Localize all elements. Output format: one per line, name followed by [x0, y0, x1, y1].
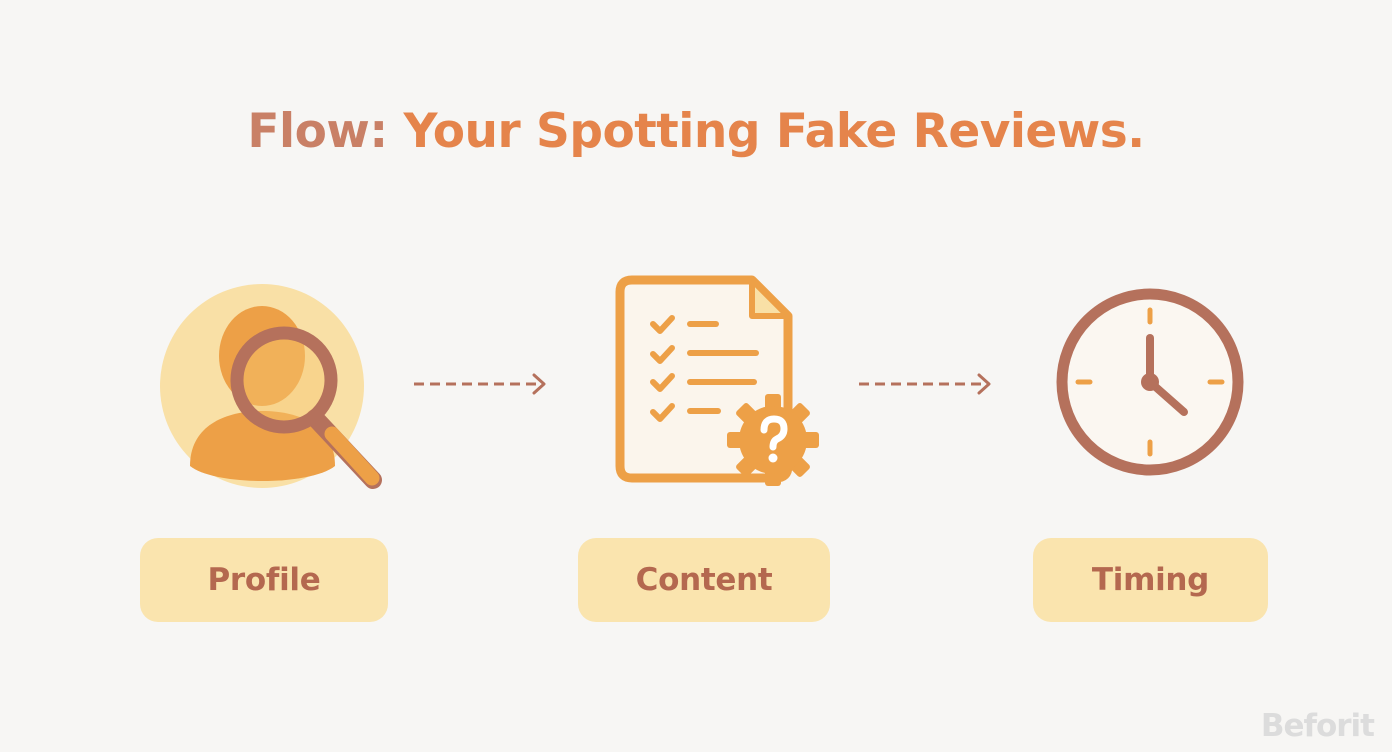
gear-icon: [727, 394, 819, 486]
check-mark: [650, 345, 675, 364]
arrow-head: [532, 373, 546, 395]
step-label-timing: Timing: [1033, 538, 1268, 622]
clock-icon: [1056, 288, 1244, 476]
arrow-content-to-timing: [859, 373, 991, 395]
checklist: [650, 315, 759, 422]
check-mark: [650, 373, 675, 392]
document-fold: [749, 277, 791, 319]
step-label-text: Timing: [1091, 562, 1210, 598]
question-dot: [768, 453, 778, 463]
profile-search-icon: [160, 284, 382, 489]
clock-ticks: [1075, 307, 1225, 457]
step-label-text: Content: [635, 562, 773, 598]
title-main: Your Spotting Fake Reviews.: [403, 104, 1146, 159]
check-mark: [650, 315, 675, 334]
step-label-profile: Profile: [140, 538, 388, 622]
check-mark: [650, 403, 675, 422]
diagram-title: Flow: Your Spotting Fake Reviews.: [0, 104, 1392, 160]
clock-center: [1141, 373, 1159, 391]
magnifier-handle: [324, 426, 380, 486]
title-prefix: Flow:: [247, 104, 388, 159]
arrow-head: [977, 373, 991, 395]
document-checklist-gear-icon: [615, 275, 819, 486]
question-mark: [760, 415, 788, 451]
step-label-text: Profile: [207, 562, 321, 598]
watermark-logo: Beforit: [1260, 708, 1375, 744]
arrow-profile-to-content: [414, 373, 546, 395]
step-label-content: Content: [578, 538, 830, 622]
magnifier-lens: [230, 326, 338, 434]
